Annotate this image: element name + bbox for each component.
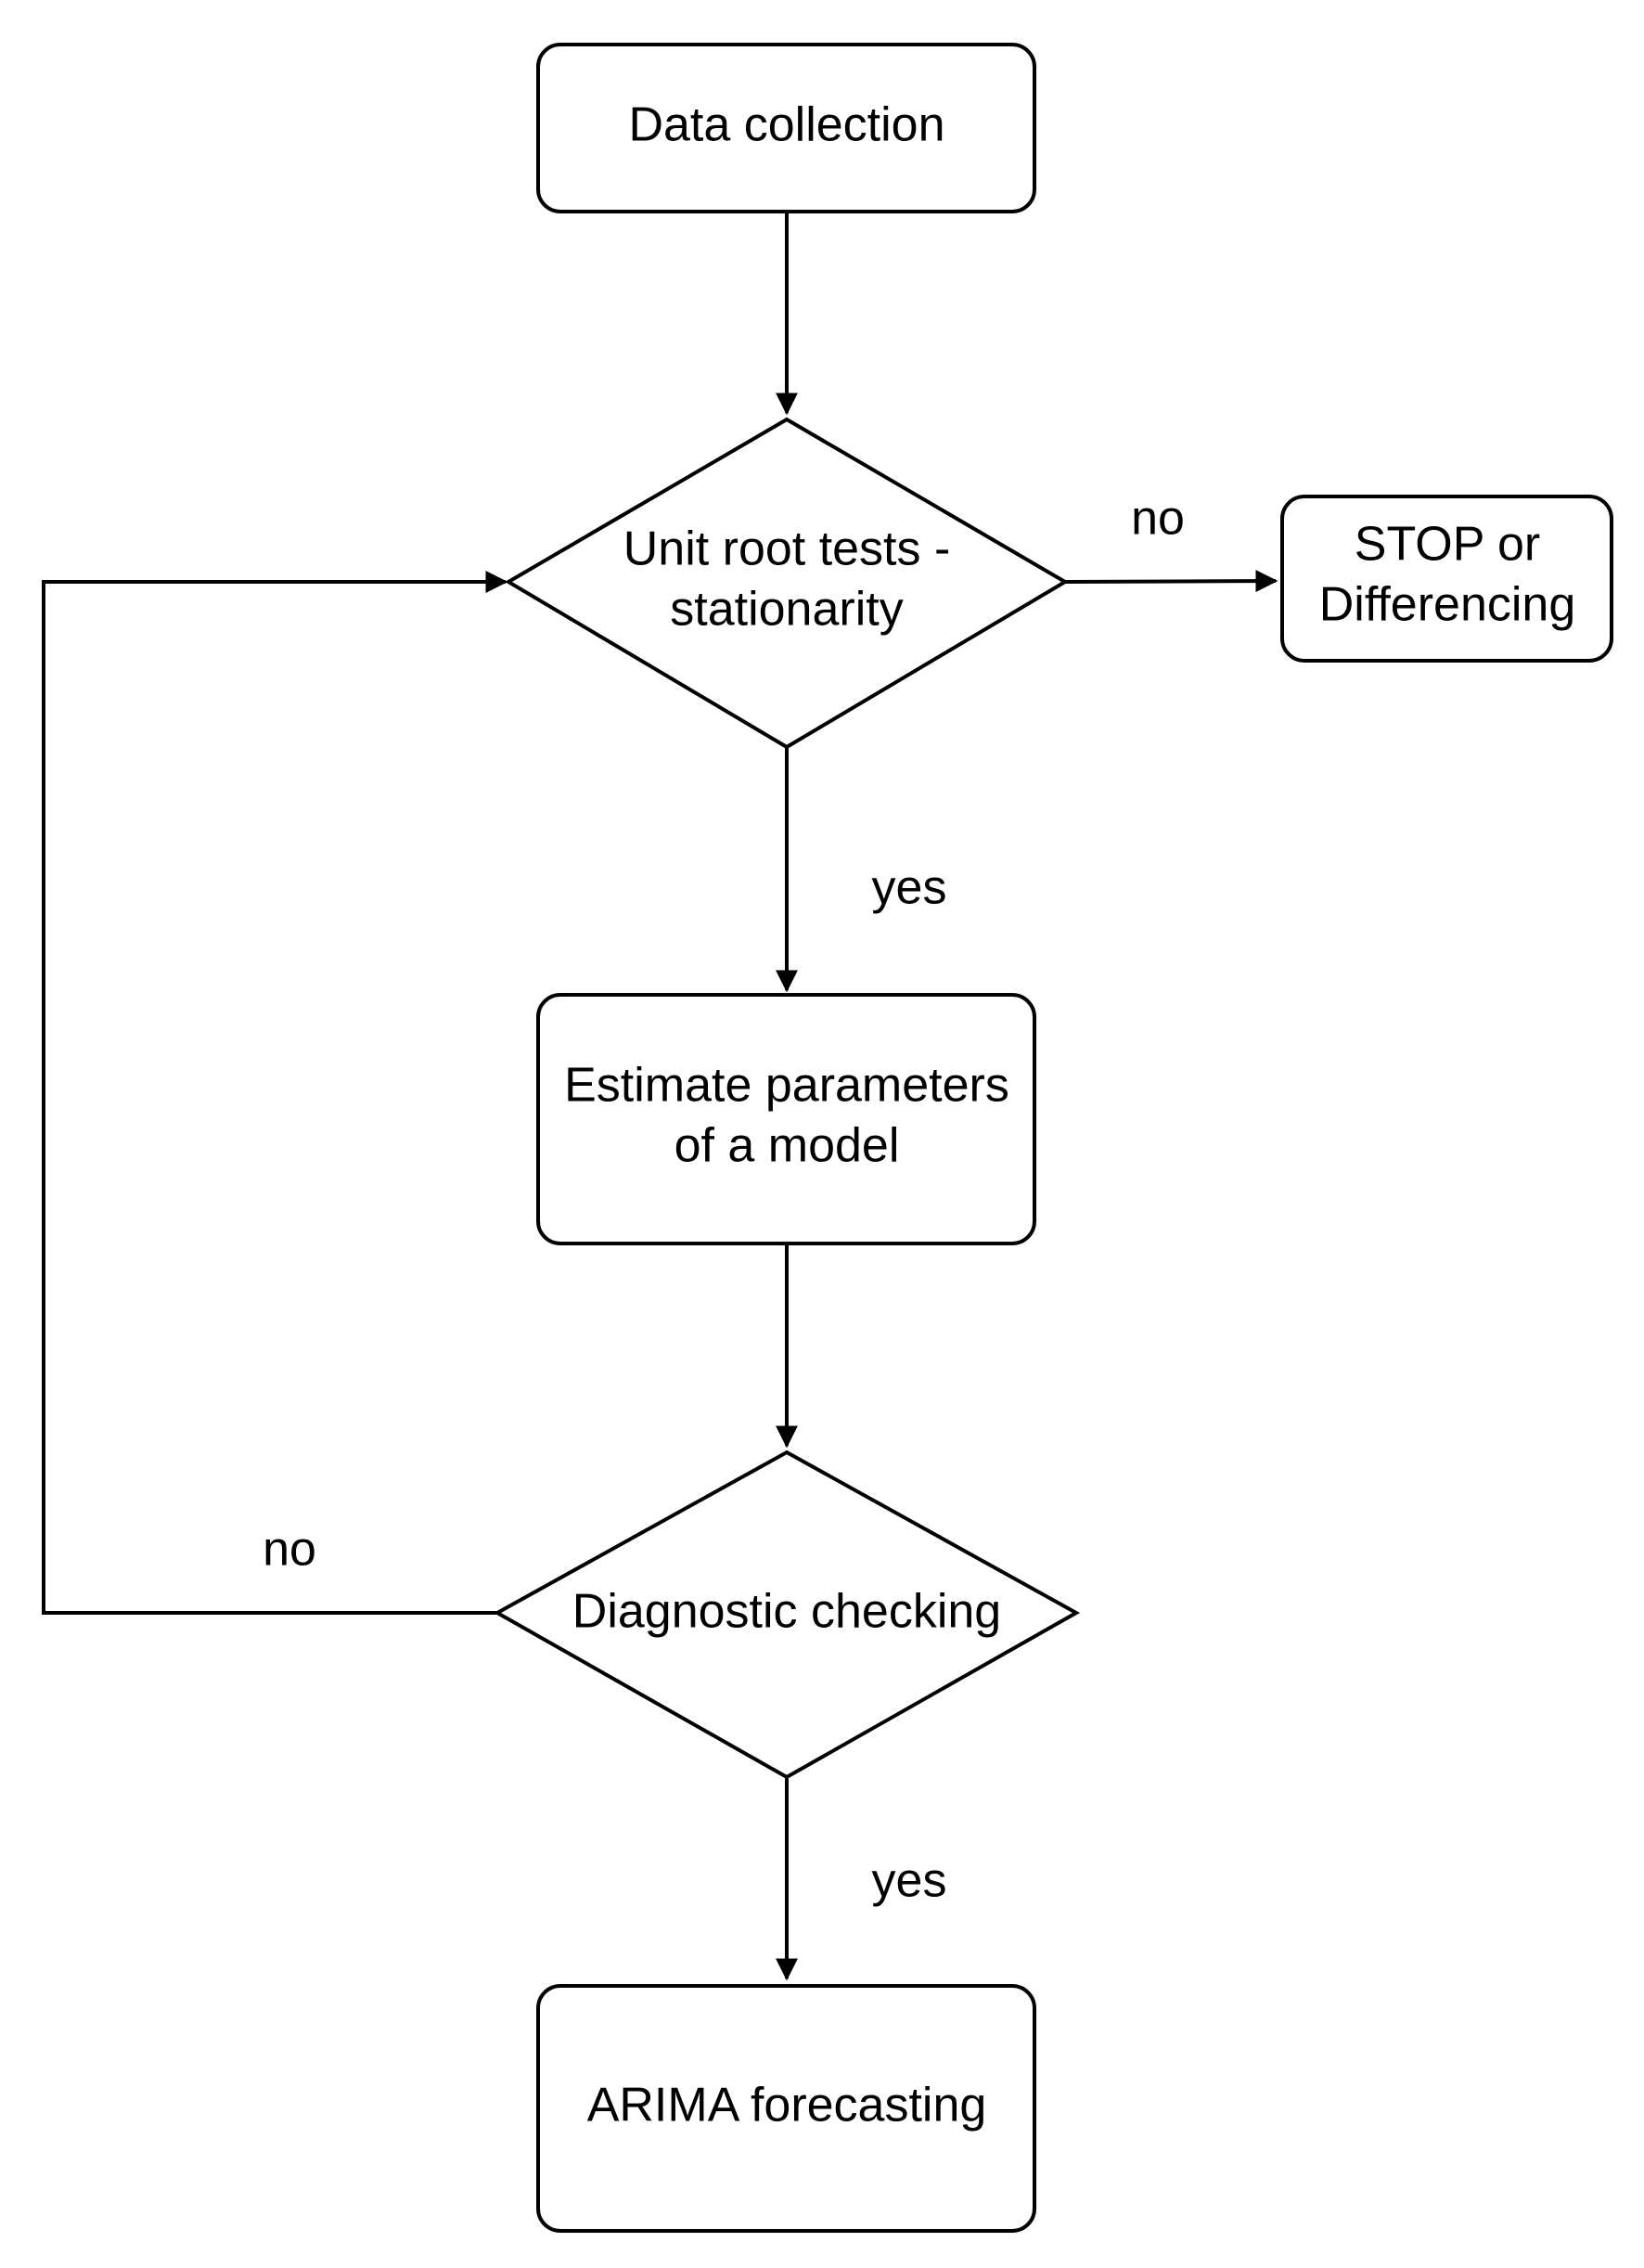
node-estimate-label-line2: of a model (674, 1119, 900, 1173)
edge-diag-to-unit (42, 571, 508, 1615)
nodes: Data collection Unit root tests - statio… (493, 43, 1613, 2233)
edge-diag-to-unit-label: no (263, 1523, 316, 1577)
edge-unit-to-estimate-label: yes (872, 861, 947, 915)
node-unit-root-label-line2: stationarity (670, 583, 903, 637)
node-stop-differencing: STOP or Differencing (1280, 495, 1613, 663)
node-arima-label: ARIMA forecasting (587, 2079, 987, 2133)
edge-diag-to-arima-label: yes (872, 1854, 947, 1908)
edge-unit-to-stop-label: no (1131, 492, 1185, 546)
node-diagnostic-decision: Diagnostic checking (493, 1450, 1081, 1780)
node-arima-forecasting: ARIMA forecasting (536, 1984, 1036, 2233)
edges (42, 212, 1278, 1981)
node-data-collection-label: Data collection (628, 98, 944, 152)
node-estimate-parameters: Estimate parameters of a model (536, 993, 1036, 1245)
node-unit-root-label-line1: Unit root tests - (623, 522, 951, 576)
node-unit-root-decision: Unit root tests - stationarity (505, 417, 1069, 750)
node-stop-differencing-label-line2: Differencing (1319, 578, 1576, 632)
node-stop-differencing-label-line1: STOP or (1355, 518, 1540, 572)
edge-unit-to-stop (1064, 570, 1278, 593)
node-data-collection: Data collection (536, 43, 1036, 213)
node-diagnostic-label: Diagnostic checking (572, 1585, 1001, 1639)
node-estimate-label-line1: Estimate parameters (564, 1059, 1009, 1113)
edge-labels: no yes no yes (263, 492, 1185, 1908)
